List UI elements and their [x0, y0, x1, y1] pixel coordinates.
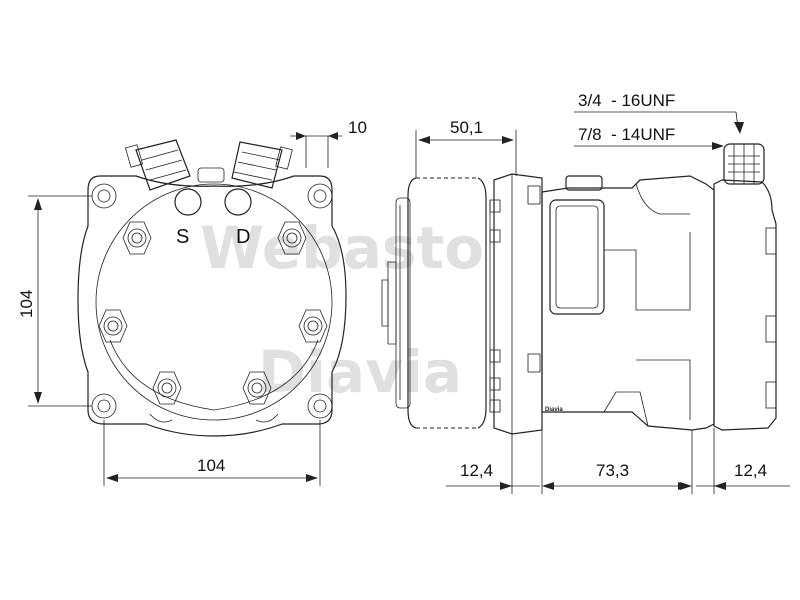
corner-holes — [91, 183, 333, 419]
bolt-upper-left — [122, 221, 152, 255]
thread-spec-1: 3/4 - 16UNF — [578, 91, 675, 110]
dim-height-label: 104 — [17, 290, 36, 318]
clutch-front-face — [407, 177, 417, 429]
flange-bolts — [489, 185, 541, 413]
dim-clutch-arrow-left — [418, 136, 430, 144]
thread-leader-1-arrow — [734, 122, 744, 134]
corner-hole-tr-inner — [313, 189, 327, 203]
clutch-rear-face — [477, 177, 487, 429]
front-view: S D — [77, 139, 347, 437]
dim-height-arrow-bottom — [34, 392, 42, 404]
dim-body-label: 73,3 — [596, 461, 629, 480]
dim-rear-head-arrow-right — [714, 482, 726, 490]
side-view: Diavia — [381, 143, 777, 435]
thread-spec-2: 7/8 - 14UNF — [578, 125, 675, 144]
clutch-pulley-outline — [416, 177, 478, 429]
dim-front-flange-arrow-left — [500, 482, 512, 490]
body-cover-panel — [549, 199, 605, 315]
dim-offset-arrow-left — [296, 132, 306, 140]
top-center-boss — [197, 167, 225, 183]
dim-clutch-arrow-right — [502, 136, 514, 144]
top-boss — [565, 175, 603, 191]
front-mounting-plate — [77, 175, 347, 437]
corner-hole-br — [307, 393, 333, 419]
dim-rear-head-arrow-left — [680, 482, 692, 490]
rear-fitting — [723, 143, 765, 185]
body-cover-inner — [555, 205, 599, 309]
corner-hole-tl-inner — [97, 189, 111, 203]
dim-front-flange-label: 12,4 — [460, 461, 493, 480]
dim-height-arrow-top — [34, 198, 42, 210]
corner-hole-br-inner — [313, 399, 327, 413]
rear-head-lugs — [765, 227, 777, 409]
suction-fitting — [124, 139, 191, 191]
corner-hole-tl — [91, 183, 117, 209]
bolt-mid-right — [298, 309, 328, 343]
corner-hole-tr — [307, 183, 333, 209]
dim-offset-label: 10 — [348, 118, 367, 137]
dim-clutch-label: 50,1 — [450, 118, 483, 137]
body-rib-2 — [635, 183, 690, 215]
suction-port-label: S — [176, 226, 189, 248]
rear-head — [713, 179, 777, 431]
dim-width-arrow-right — [306, 474, 318, 482]
front-body-circle — [95, 183, 333, 421]
bolt-mid-left — [98, 309, 128, 343]
bolt-lower-right — [242, 371, 272, 405]
front-flange — [493, 173, 543, 435]
body-rib-1 — [604, 232, 691, 311]
head-bolts — [98, 221, 328, 405]
dim-width-arrow-left — [106, 474, 118, 482]
corner-hole-bl-inner — [97, 399, 111, 413]
suction-port-circle — [174, 188, 202, 216]
discharge-port-circle — [224, 188, 252, 216]
thread-leader-2-arrow — [712, 142, 724, 150]
dim-offset-arrow-right — [328, 132, 338, 140]
dim-rear-head-label: 12,4 — [734, 461, 767, 480]
watermark-line-2: Diavia — [258, 338, 462, 406]
discharge-port-label: D — [236, 226, 250, 248]
front-inner-rim — [109, 339, 319, 411]
bottom-tab-right — [255, 413, 279, 423]
body-rib-3 — [636, 359, 691, 420]
bolt-upper-right — [277, 221, 307, 255]
corner-hole-bl — [91, 393, 117, 419]
dim-width-label: 104 — [197, 456, 225, 475]
discharge-fitting — [231, 141, 293, 189]
front-dimensions: 104 104 10 — [17, 118, 367, 486]
body-brand-label: Diavia — [545, 407, 563, 413]
shaft-nut — [381, 279, 389, 327]
side-dimensions: 50,1 12,4 73,3 12,4 3/4 - 16UNF 7/8 - 14… — [415, 91, 790, 494]
bolt-lower-left — [152, 371, 182, 405]
bottom-tab-left — [149, 413, 173, 423]
body-foot — [603, 391, 649, 427]
watermark-line-1: Webasto — [200, 214, 484, 282]
watermark: Webasto Diavia — [200, 214, 484, 406]
